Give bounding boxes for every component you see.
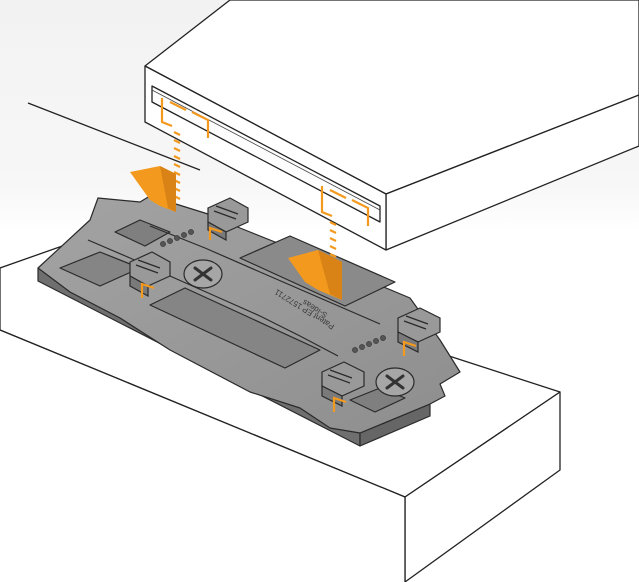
plate-ridge [149, 225, 381, 325]
lower-panel-edge [0, 329, 406, 498]
plate-teeth [160, 229, 386, 353]
alignment-marks [140, 226, 417, 412]
insertion-arrow-icon [288, 250, 342, 300]
lower-panel-side-face [0, 330, 405, 582]
plate-recess [149, 287, 321, 369]
screw-icon [375, 367, 415, 397]
plate-ridge [87, 239, 339, 357]
screw-icon [183, 259, 223, 289]
plate-recess [114, 219, 171, 247]
clip [129, 251, 171, 298]
clip [207, 197, 249, 242]
clip [321, 361, 365, 407]
clip [397, 307, 441, 353]
insertion-arrow-icon [130, 166, 176, 212]
panel-edge-line [27, 102, 201, 171]
alignment-marks [160, 98, 370, 226]
